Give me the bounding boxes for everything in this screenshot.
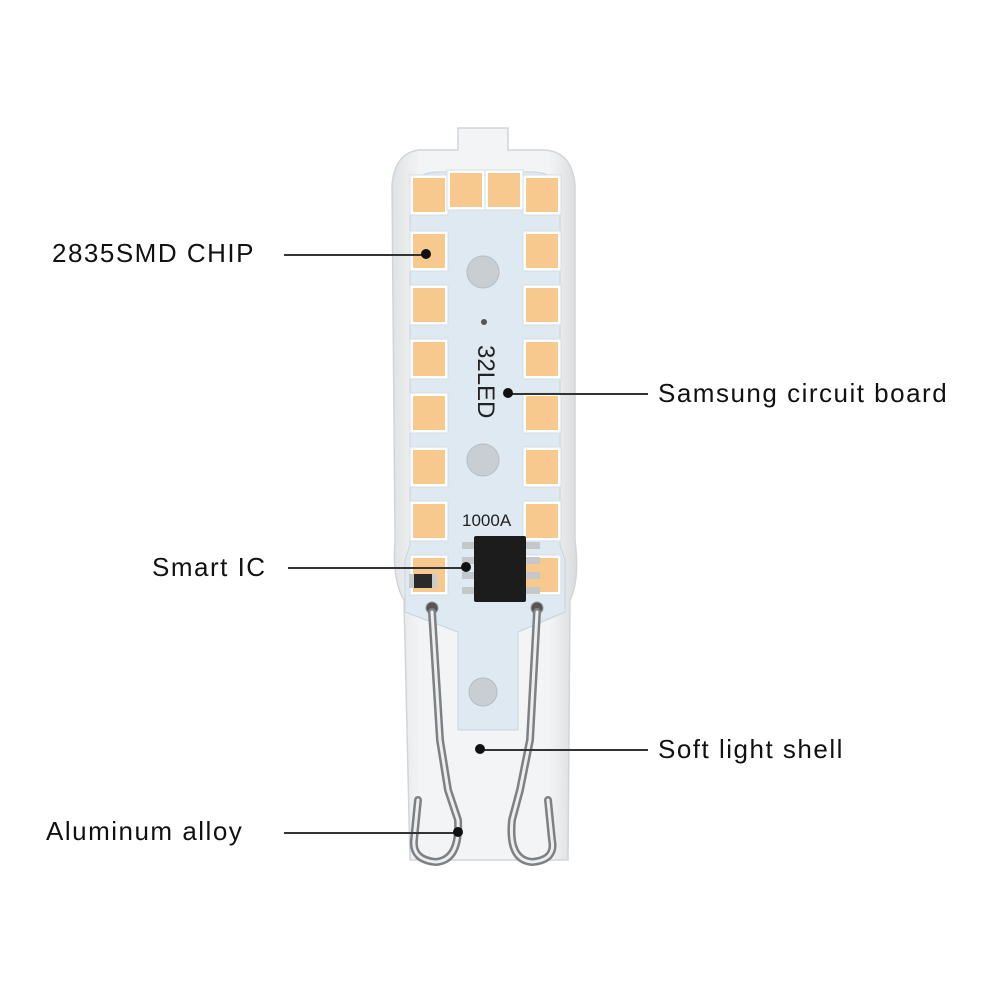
led-chip-phosphor xyxy=(526,288,558,322)
callout-label-circuit-board: Samsung circuit board xyxy=(658,378,949,408)
led-chip-phosphor xyxy=(526,504,558,538)
callout-label-smart-ic: Smart IC xyxy=(152,552,267,582)
led-chip-phosphor xyxy=(413,342,445,376)
callout-line-smd-chip xyxy=(284,254,426,256)
ic-pin xyxy=(526,542,540,549)
board-part-code-text: 1000A xyxy=(462,511,512,530)
led-chip-phosphor xyxy=(450,173,482,207)
led-chip-phosphor xyxy=(526,396,558,430)
callout-line-aluminum-alloy xyxy=(284,832,458,834)
led-chip-phosphor xyxy=(413,396,445,430)
led-chip-phosphor xyxy=(413,288,445,322)
board-mounting-hole xyxy=(466,255,500,289)
led-chip-phosphor xyxy=(526,450,558,484)
callout-dot-smart-ic xyxy=(461,562,471,572)
smd-resistor-pad xyxy=(409,574,414,588)
board-mounting-hole xyxy=(466,443,500,477)
callout-dot-aluminum-alloy xyxy=(453,827,463,837)
smd-resistor xyxy=(412,574,434,588)
led-chip-phosphor xyxy=(526,342,558,376)
ic-pin xyxy=(462,542,476,549)
led-chip-phosphor xyxy=(488,173,520,207)
callout-line-smart-ic xyxy=(288,567,466,569)
led-chip-phosphor xyxy=(413,450,445,484)
ic-pin xyxy=(462,587,476,594)
board-dot-mark xyxy=(481,319,487,325)
callout-label-soft-shell: Soft light shell xyxy=(658,734,844,764)
led-chip-phosphor xyxy=(526,178,558,212)
led-chip-phosphor xyxy=(413,504,445,538)
ic-pin xyxy=(526,572,540,579)
callout-line-soft-shell xyxy=(480,749,648,751)
ic-pin xyxy=(526,557,540,564)
led-chip-phosphor xyxy=(413,178,445,212)
callout-line-circuit-board xyxy=(508,393,648,395)
board-led-count-text: 32LED xyxy=(472,345,499,418)
callout-label-aluminum-alloy: Aluminum alloy xyxy=(46,816,244,846)
ic-pin xyxy=(462,572,476,579)
aluminum-alloy-pin-left-highlight xyxy=(412,610,460,864)
callout-dot-circuit-board xyxy=(503,388,513,398)
callout-label-smd-chip: 2835SMD CHIP xyxy=(52,238,255,268)
ic-pin xyxy=(462,557,476,564)
smart-ic-chip xyxy=(462,536,540,602)
callout-dot-smd-chip xyxy=(421,249,431,259)
aluminum-alloy-pin-right-highlight xyxy=(509,610,555,864)
led-chip-phosphor xyxy=(526,234,558,268)
smd-resistor-pad xyxy=(432,574,437,588)
callout-dot-soft-shell xyxy=(475,744,485,754)
board-mounting-hole xyxy=(468,677,498,707)
ic-pin xyxy=(526,587,540,594)
